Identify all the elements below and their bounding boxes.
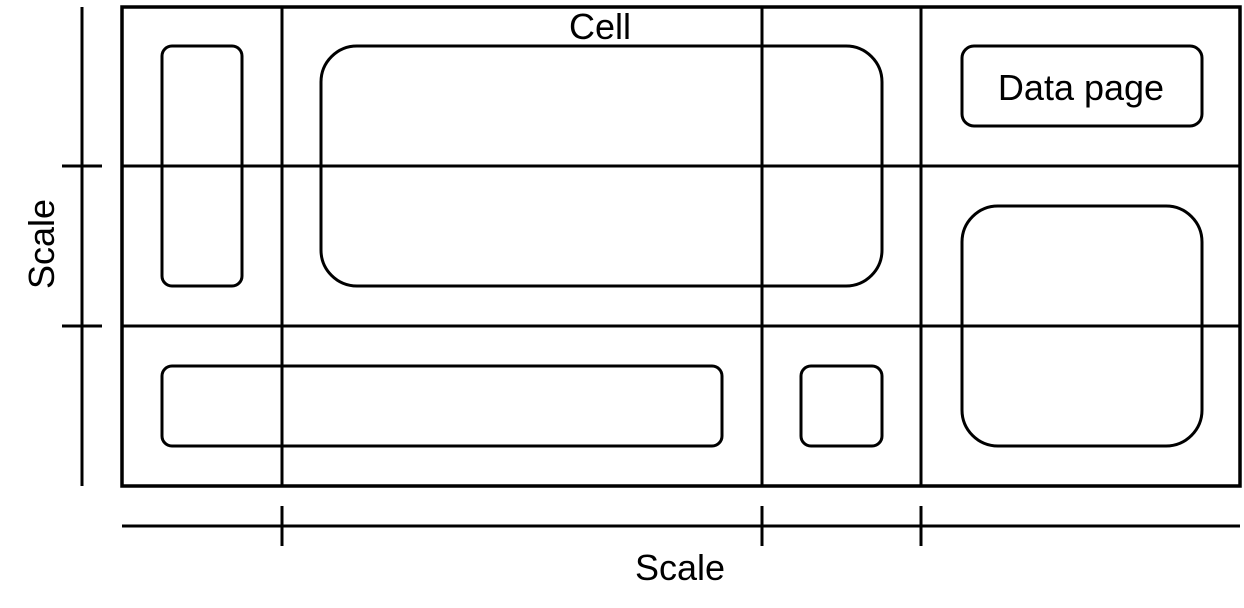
data-page-label: Data page	[998, 67, 1164, 108]
data-page-labeled	[960, 44, 1204, 128]
data-page-small-bottom	[799, 364, 884, 448]
data-page-wide-bottom	[160, 364, 724, 448]
cell-label: Cell	[569, 6, 631, 47]
vertical-scale-label: Scale	[21, 199, 62, 289]
grid-outer-frame	[120, 5, 1242, 488]
data-page-tall-left	[160, 44, 244, 288]
data-page-large-center	[319, 44, 884, 288]
data-page-large-right	[960, 204, 1204, 448]
horizontal-scale-label: Scale	[635, 547, 725, 588]
